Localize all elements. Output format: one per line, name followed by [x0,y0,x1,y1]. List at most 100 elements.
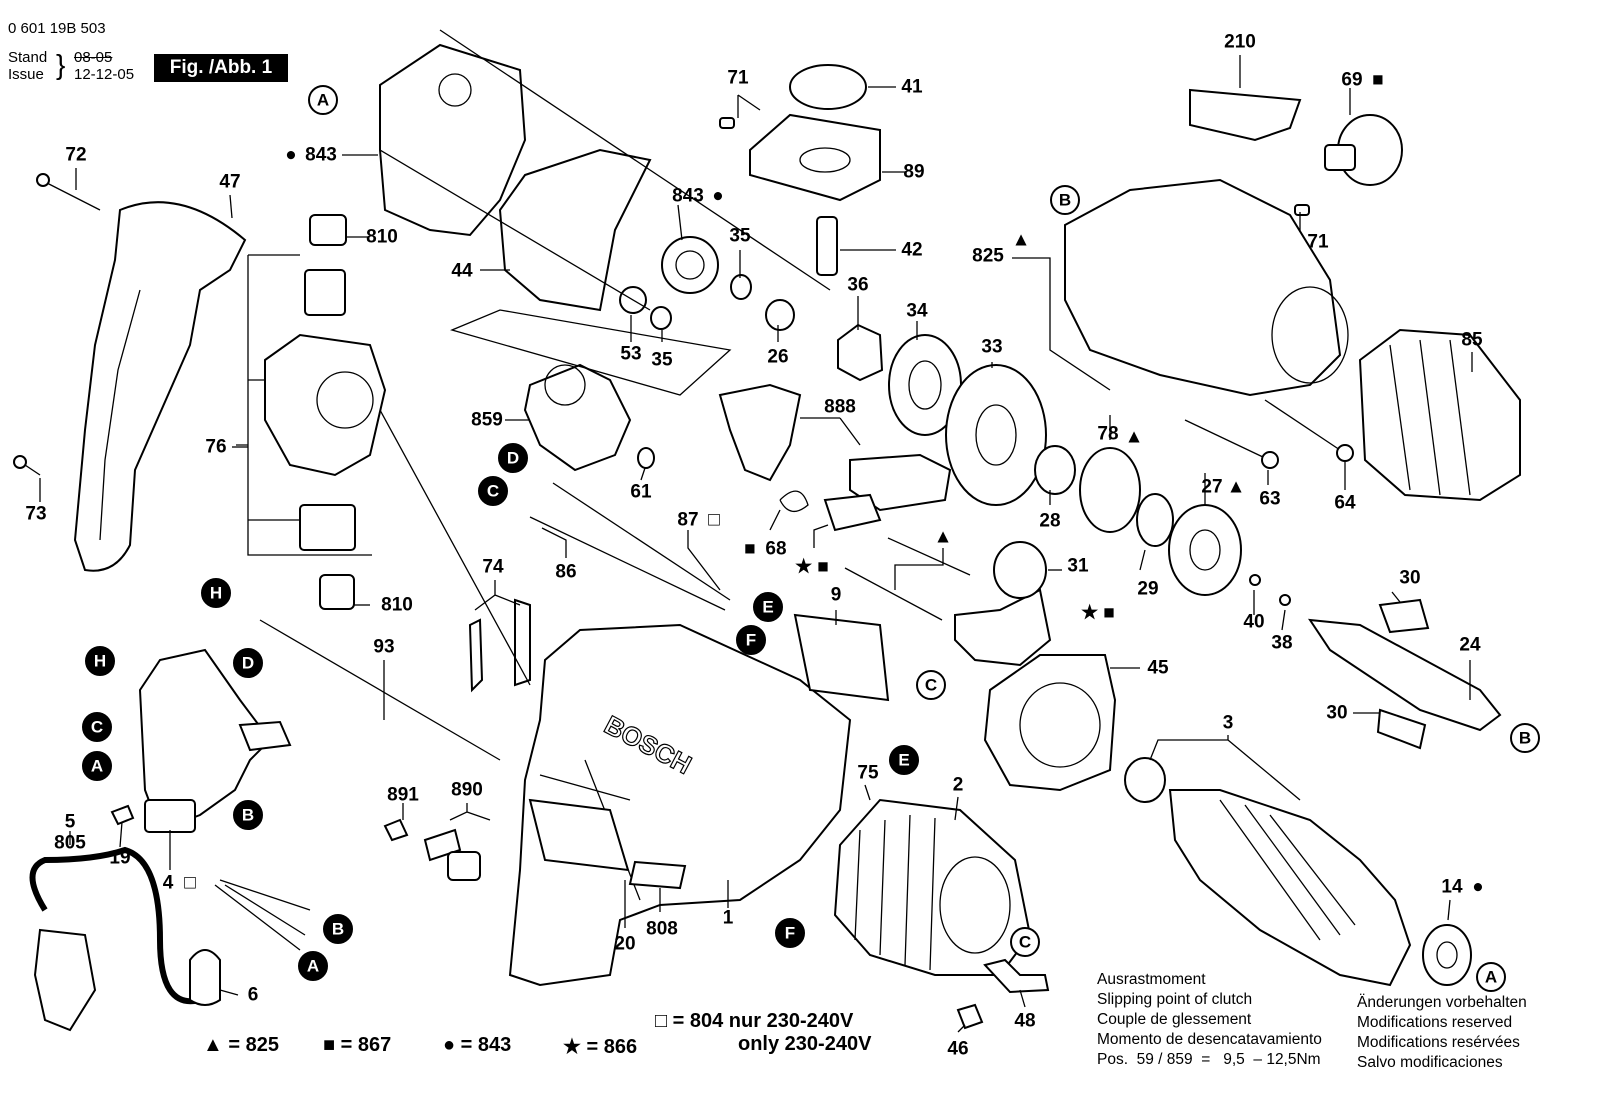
kit-frame [450,309,732,396]
bearing-27 [1168,504,1242,596]
ref-c-stator: C [1010,927,1040,957]
clutch-note-line2: Slipping point of clutch [1097,991,1253,1008]
circlip-78 [1079,447,1141,533]
svg-text:C: C [487,482,499,501]
label-46: 46 [947,1039,968,1060]
label-35-bottom: 35 [651,350,673,371]
label-71-right: 71 [1307,232,1329,253]
label-63: 63 [1259,489,1280,510]
document-number: 0 601 19B 503 [8,20,106,37]
label-71-top: 71 [727,68,749,89]
label-89: 89 [903,162,924,183]
old-date: 08-05 [74,49,113,66]
new-date: 12-12-05 [74,66,135,83]
label-53: 53 [620,344,641,365]
ref-c-bearing: C [916,670,946,700]
label-810-bottom: 810 [381,595,413,616]
clutch-note-line5: Pos. 59 / 859 = 9,5 – 12,5Nm [1097,1051,1321,1068]
label-210: 210 [1224,32,1256,53]
modifications-line3: Modifications resérvées [1357,1034,1520,1051]
svg-text:C: C [925,676,937,695]
label-24: 24 [1459,635,1481,656]
label-4: 4 [163,873,174,894]
screw-72 [44,181,101,211]
label-85: 85 [1461,330,1483,351]
ref-b-spindle: B [1510,723,1540,753]
modifications-line4: Salvo modificaciones [1357,1054,1503,1071]
lever-888 [718,383,802,482]
label-2: 2 [953,775,964,796]
svg-text:H: H [210,584,222,603]
label-61: 61 [630,482,652,503]
label-68: 68 [765,539,786,560]
svg-text:A: A [91,757,103,776]
ref-a-switch: A [82,751,112,781]
ref-a-armature: A [1476,962,1506,992]
ref-c-switch: C [82,712,112,742]
ball-40 [1249,574,1261,586]
ref-h-switch: H [85,646,115,676]
selector-knob-41 [789,64,867,110]
clutch-note-line4: Momento de desencatavamiento [1097,1031,1322,1048]
svg-text:C: C [1019,933,1031,952]
svg-text:F: F [785,924,795,943]
modifications-line1: Änderungen vorbehalten [1357,994,1527,1011]
nut-36 [837,323,884,382]
stand-label: Stand [8,49,48,66]
label-44: 44 [451,261,473,282]
spring-71-right [1294,204,1310,216]
svg-text:B: B [1519,729,1531,748]
label-891: 891 [387,785,419,806]
label-808 [628,860,687,890]
label-40: 40 [1243,612,1264,633]
label-9: 9 [831,585,842,606]
label-36: 36 [847,275,868,296]
symbol-14: ● [1472,877,1483,898]
brush-plate-76 [264,333,387,477]
svg-text:A: A [307,957,319,976]
label-64: 64 [1334,493,1356,514]
key-30-top [1378,598,1430,634]
svg-text:B: B [1059,191,1071,210]
label-73: 73 [25,504,46,525]
key-30-bottom [1376,708,1427,750]
cord-bushing-6 [189,949,221,1006]
label-72: 72 [65,145,86,166]
symbol-843-left: ● [285,145,296,166]
bearing-26 [765,299,795,331]
ref-b-switch: B [233,800,263,830]
svg-text:E: E [762,598,773,617]
handle-half-47 [73,201,247,572]
clutch-note-line1: Ausrastmoment [1097,971,1206,988]
ref-e-cable: E [753,592,783,622]
label-26: 26 [767,347,788,368]
issue-label: Issue [8,66,44,83]
svg-text:A: A [317,91,329,110]
label-5: 5 [65,812,76,833]
label-20: 20 [614,934,635,955]
label-890: 890 [451,780,483,801]
chuck-85 [1358,328,1521,502]
brace-symbol: } [56,49,66,80]
symbol-4: □ [184,873,196,894]
cover-89 [749,113,881,202]
gear-assembly-859 [523,363,632,472]
fork-31 [954,588,1052,667]
label-78: 78 [1097,424,1118,445]
clutch-note-line3: Couple de glessement [1097,1011,1252,1028]
ref-b-cord: B [323,914,353,944]
contact-74-left [468,618,484,693]
bearing-plate-45 [983,654,1117,792]
label-805: 805 [54,833,86,854]
legend-star: ★ = 866 [563,1036,638,1058]
label-27: 27 [1201,477,1222,498]
ref-a-cord: A [298,951,328,981]
label-33: 33 [981,337,1002,358]
label-30-bottom: 30 [1326,703,1347,724]
svg-text:F: F [746,631,756,650]
bearing-14 [1422,924,1472,986]
label-35-top: 35 [729,226,751,247]
armature-3 [1168,789,1412,987]
svg-text:H: H [94,652,106,671]
legend-triangle: ▲ = 825 [203,1034,279,1056]
